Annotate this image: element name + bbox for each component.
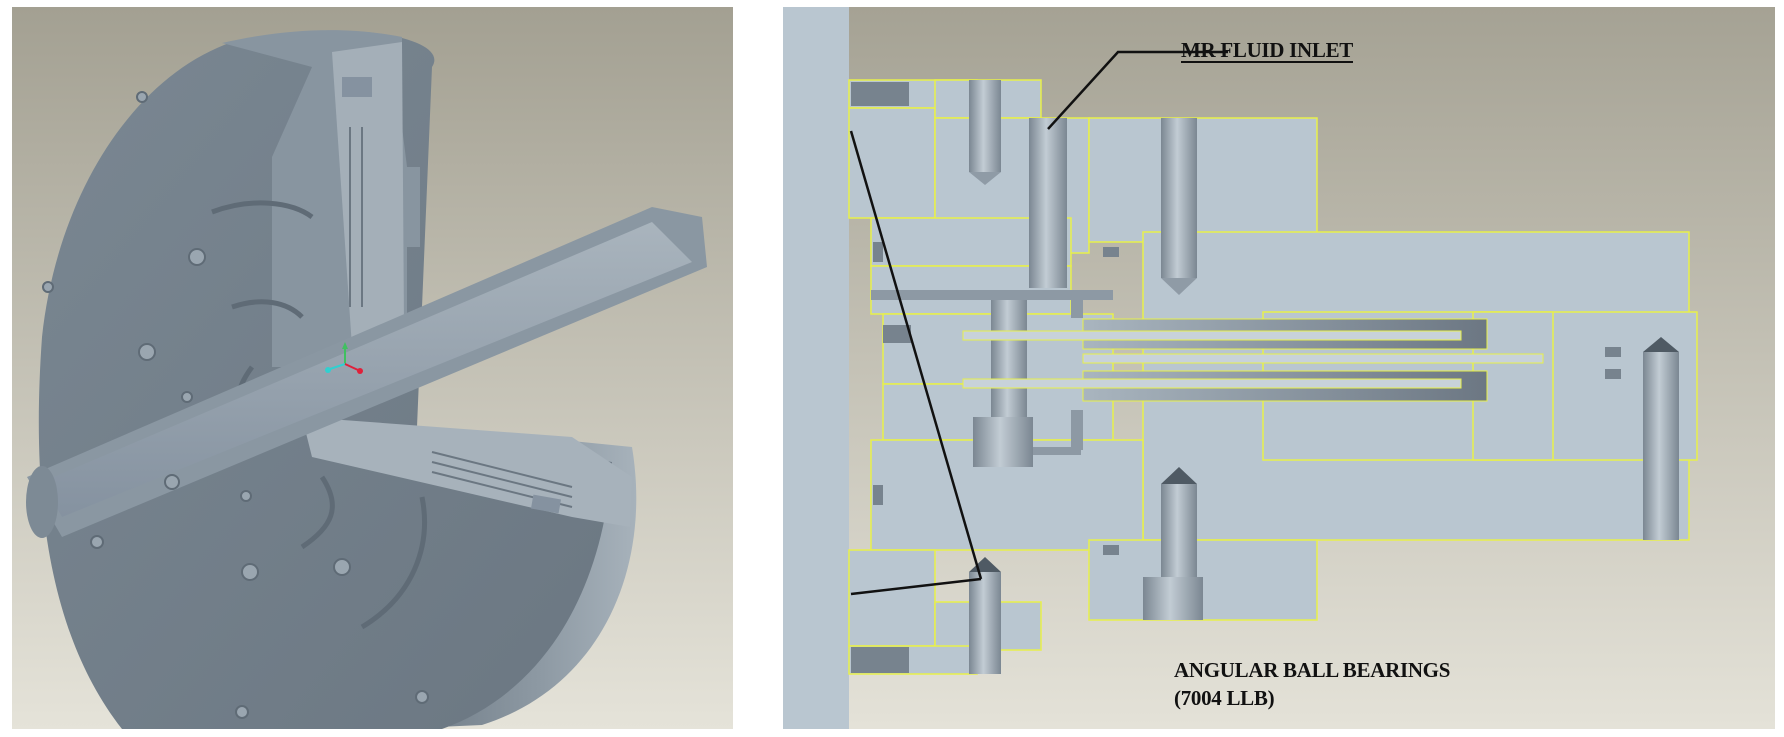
groove — [360, 496, 427, 630]
mr-fluid-channels — [871, 290, 1544, 455]
groove — [300, 475, 335, 550]
bearing-top — [848, 107, 936, 219]
groove — [231, 299, 304, 319]
angular-ball-bearings-label: ANGULAR BALL BEARINGS (7004 LLB) — [1174, 656, 1450, 712]
inlet-leader — [1047, 50, 1228, 130]
bearing-bottom — [848, 549, 936, 647]
cad-3d-view-panel — [12, 7, 733, 729]
bolt-bores — [969, 80, 1679, 674]
mr-fluid-inlet-label: MR FLUID INLET — [1181, 38, 1353, 62]
cad-section-view-panel — [783, 7, 1775, 729]
cad-3d-view — [12, 7, 733, 729]
coordinate-axes-icon — [325, 342, 363, 374]
bearing-bottom-leader-a — [850, 577, 982, 596]
bolt-holes — [42, 91, 429, 719]
shaft-end — [26, 466, 58, 538]
upper-pocket — [342, 77, 372, 97]
shaft-section — [783, 7, 849, 729]
bearing-top-leader — [849, 130, 983, 580]
groove — [211, 200, 314, 220]
shaft-flat — [42, 222, 692, 517]
bearings-label-line2: (7004 LLB) — [1174, 686, 1275, 710]
bearings-label-line1: ANGULAR BALL BEARINGS — [1174, 658, 1451, 682]
recesses — [851, 82, 1621, 673]
cad-section-view — [783, 7, 1775, 729]
mr-fluid-inlet-bore — [1029, 118, 1067, 288]
leader-lines — [849, 50, 1228, 596]
